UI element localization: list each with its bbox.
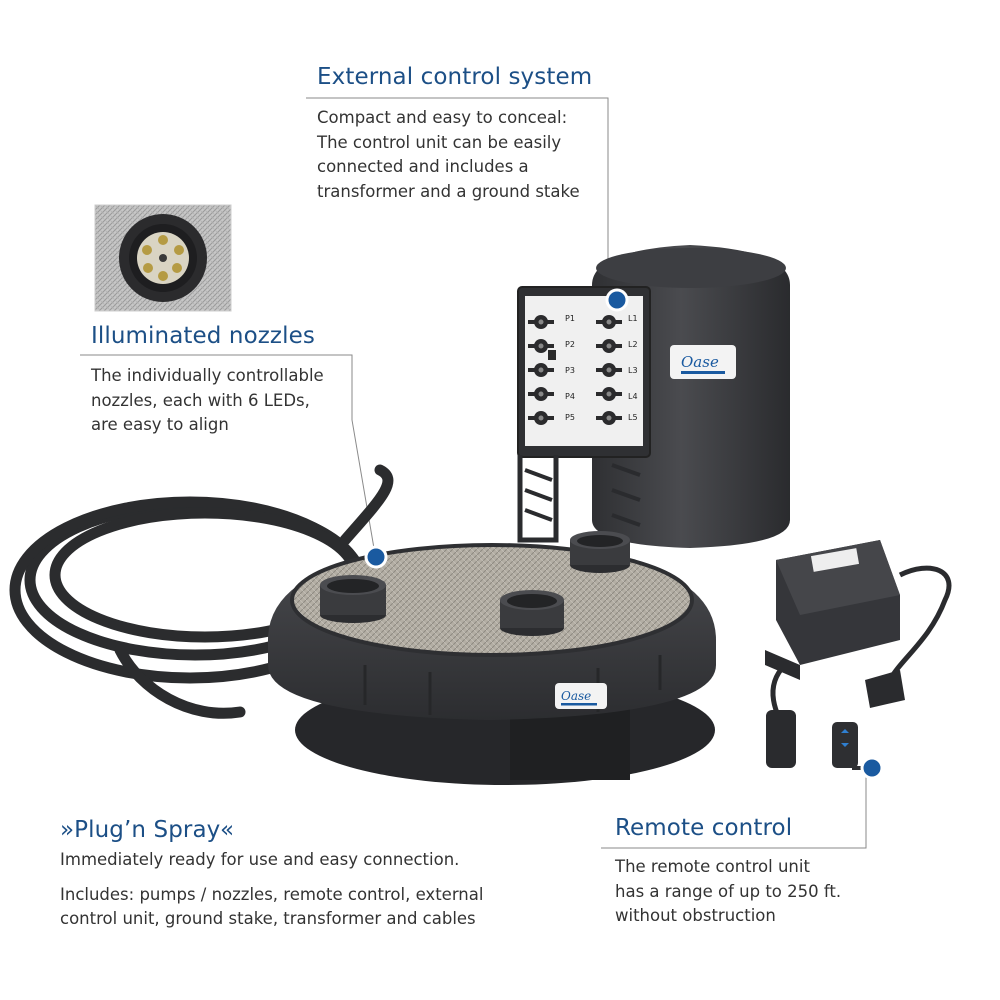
marker-external	[605, 288, 629, 312]
nozzles-title: Illuminated nozzles	[91, 323, 315, 349]
plug-n-spray-title: »Plug’n Spray«	[60, 817, 235, 843]
nozzles-line: The individually controllable	[91, 366, 324, 385]
nozzle-center	[500, 590, 564, 636]
fountain-base-unit: Oase	[268, 531, 716, 785]
marker-remote	[860, 756, 884, 780]
transformer	[765, 540, 952, 768]
marker-nozzles	[364, 545, 388, 569]
callout-markers	[364, 288, 884, 780]
nozzle-inset-image	[94, 204, 232, 312]
external-line: The control unit can be easily	[317, 132, 562, 152]
remote-line: has a range of up to 250 ft.	[615, 881, 842, 901]
port-label-l4: L4	[628, 392, 638, 401]
port-label-l1: L1	[628, 314, 638, 323]
control-panel: P1 P2 P3 P4 P5 L1 L2 L3 L4 L5	[517, 286, 651, 543]
control-socket	[528, 387, 554, 401]
control-socket	[528, 411, 554, 425]
control-socket	[596, 363, 622, 377]
nozzle-left	[320, 575, 386, 623]
port-label-p1: P1	[565, 314, 575, 323]
external-control-description: Compact and easy to conceal: The control…	[317, 106, 580, 204]
remote-control-description: The remote control unit has a range of u…	[615, 855, 841, 929]
port-label-l3: L3	[628, 366, 638, 375]
port-label-p5: P5	[565, 413, 575, 422]
control-socket	[596, 411, 622, 425]
remote-line: without obstruction	[615, 906, 776, 925]
nozzles-description: The individually controllable nozzles, e…	[91, 364, 324, 438]
control-socket	[528, 339, 554, 353]
leader-line-remote	[601, 768, 867, 849]
remote-line: The remote control unit	[615, 857, 810, 876]
control-socket	[596, 387, 622, 401]
svg-text:Oase: Oase	[681, 353, 719, 371]
plug-line: Includes: pumps / nozzles, remote contro…	[60, 884, 484, 904]
port-label-l5: L5	[628, 413, 638, 422]
callout-leader-lines	[80, 97, 867, 849]
control-socket	[528, 315, 554, 329]
port-label-l2: L2	[628, 340, 638, 349]
port-labels: P1 P2 P3 P4 P5 L1 L2 L3 L4 L5	[565, 314, 638, 422]
plug-n-spray-description: Immediately ready for use and easy conne…	[60, 848, 483, 932]
external-control-title: External control system	[317, 64, 593, 90]
port-label-p4: P4	[565, 392, 575, 401]
brand-logo-base: Oase	[555, 683, 607, 709]
leader-line-external	[306, 97, 609, 298]
plug-line: control unit, ground stake, transformer …	[60, 909, 476, 928]
external-line: Compact and easy to conceal:	[317, 108, 568, 127]
port-label-p3: P3	[565, 366, 575, 375]
brand-logo-housing: Oase	[670, 345, 736, 379]
external-line: connected and includes a	[317, 157, 529, 176]
plug-line: Immediately ready for use and easy conne…	[60, 850, 460, 869]
nozzles-line: nozzles, each with 6 LEDs,	[91, 390, 310, 410]
control-socket	[528, 363, 554, 377]
nozzle-right	[570, 531, 630, 573]
external-line: transformer and a ground stake	[317, 181, 580, 201]
remote-control	[832, 722, 862, 770]
leader-line-nozzles	[80, 354, 377, 561]
remote-control-title: Remote control	[615, 815, 793, 841]
nozzles-line: are easy to align	[91, 415, 229, 434]
svg-text:Oase: Oase	[561, 689, 591, 703]
control-socket	[596, 315, 622, 329]
port-label-p2: P2	[565, 340, 575, 349]
control-socket	[596, 339, 622, 353]
